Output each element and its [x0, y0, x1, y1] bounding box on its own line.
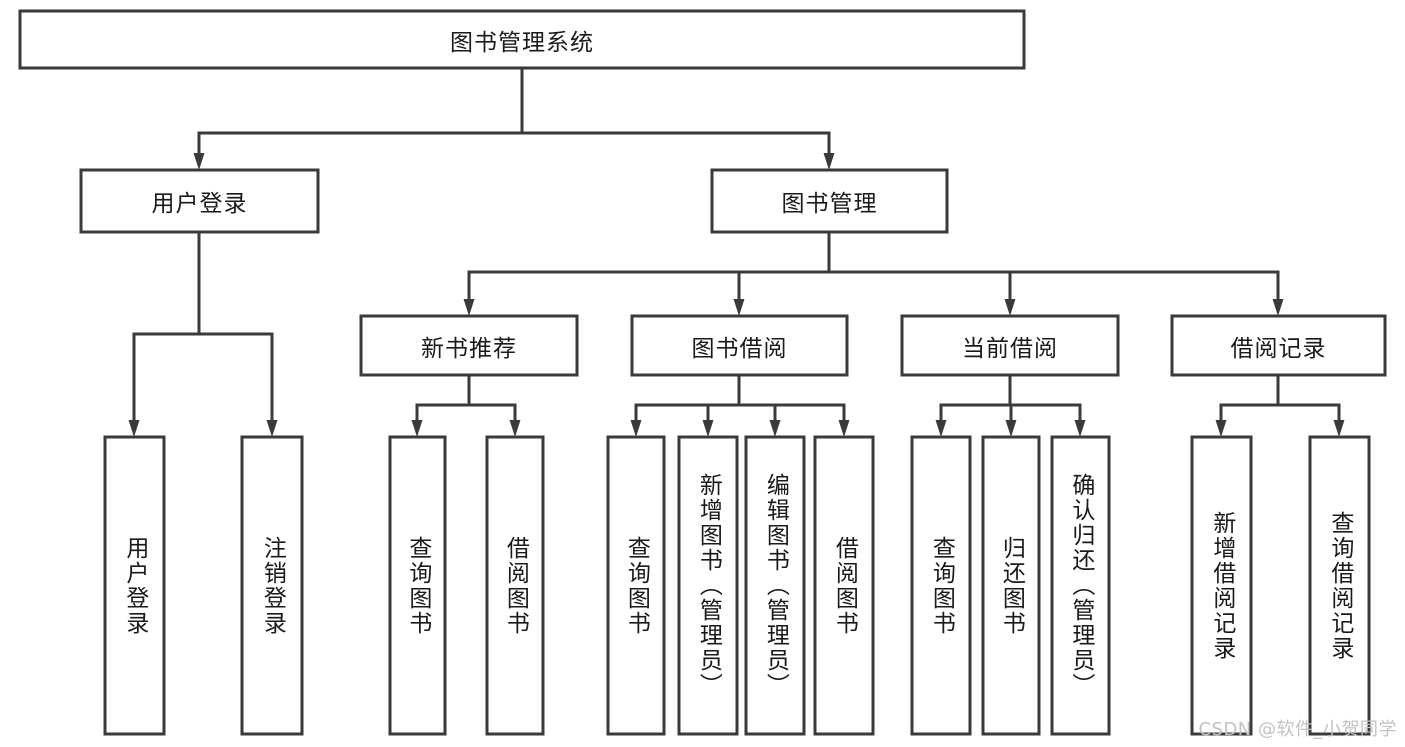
- node-box-leaf-query-record[interactable]: [1308, 435, 1371, 736]
- arrow-head-icon: [411, 420, 423, 437]
- node-box-root[interactable]: [18, 9, 1026, 70]
- arrow-head-icon: [1074, 420, 1086, 437]
- node-leaf-query-book-1[interactable]: [388, 435, 447, 736]
- arrow-head-icon: [769, 420, 781, 437]
- node-leaf-borrow-book-2[interactable]: [813, 435, 875, 736]
- connector-book_manage_to_level3: [463, 230, 1284, 316]
- node-box-book-borrow[interactable]: [630, 314, 849, 377]
- node-leaf-confirm-return[interactable]: [1050, 435, 1111, 736]
- connector-recommend_to_leaves: [411, 373, 521, 437]
- arrow-head-icon: [630, 420, 642, 437]
- node-box-new-book-recommend[interactable]: [359, 314, 579, 377]
- connector-borrow_to_leaves: [630, 373, 850, 437]
- arrow-head-icon: [193, 153, 205, 170]
- connector-layer: [128, 66, 1345, 437]
- node-box-leaf-query-book-3[interactable]: [910, 435, 972, 736]
- arrow-head-icon: [463, 299, 475, 316]
- node-box-leaf-logout[interactable]: [240, 435, 304, 736]
- node-leaf-user-login[interactable]: [103, 435, 166, 736]
- node-box-leaf-borrow-book-2[interactable]: [813, 435, 875, 736]
- node-leaf-return-book[interactable]: [981, 435, 1041, 736]
- arrow-head-icon: [509, 420, 521, 437]
- node-box-leaf-query-book-2[interactable]: [606, 435, 666, 736]
- node-leaf-add-record[interactable]: [1190, 435, 1253, 736]
- arrow-head-icon: [823, 153, 835, 170]
- node-leaf-query-book-2[interactable]: [606, 435, 666, 736]
- node-box-leaf-borrow-book-1[interactable]: [485, 435, 545, 736]
- node-box-leaf-return-book[interactable]: [981, 435, 1041, 736]
- arrow-head-icon: [128, 420, 140, 437]
- node-box-current-borrow[interactable]: [900, 314, 1120, 377]
- node-current-borrow[interactable]: [900, 314, 1120, 377]
- node-leaf-edit-book[interactable]: [744, 435, 806, 736]
- arrow-head-icon: [1004, 299, 1016, 316]
- node-box-leaf-add-book[interactable]: [677, 435, 739, 736]
- node-box-leaf-edit-book[interactable]: [744, 435, 806, 736]
- node-leaf-query-book-3[interactable]: [910, 435, 972, 736]
- node-new-book-recommend[interactable]: [359, 314, 579, 377]
- arrow-head-icon: [266, 420, 278, 437]
- node-box-borrow-record[interactable]: [1170, 314, 1387, 377]
- arrow-head-icon: [935, 420, 947, 437]
- node-leaf-borrow-book-1[interactable]: [485, 435, 545, 736]
- connector-record_to_leaves: [1215, 373, 1345, 437]
- node-box-user-login[interactable]: [79, 168, 320, 234]
- node-box-leaf-add-record[interactable]: [1190, 435, 1253, 736]
- arrow-head-icon: [1215, 420, 1227, 437]
- connector-user_login_to_leaves: [128, 230, 278, 437]
- node-root[interactable]: [18, 9, 1026, 70]
- node-book-borrow[interactable]: [630, 314, 849, 377]
- node-leaf-add-book[interactable]: [677, 435, 739, 736]
- node-layer: [18, 9, 1387, 736]
- arrow-head-icon: [1272, 299, 1284, 316]
- node-box-book-manage[interactable]: [710, 168, 949, 234]
- node-box-leaf-confirm-return[interactable]: [1050, 435, 1111, 736]
- arrow-head-icon: [838, 420, 850, 437]
- arrow-head-icon: [702, 420, 714, 437]
- connector-current_to_leaves: [935, 373, 1086, 437]
- node-leaf-logout[interactable]: [240, 435, 304, 736]
- node-borrow-record[interactable]: [1170, 314, 1387, 377]
- connector-root_to_level2: [193, 66, 835, 170]
- node-book-manage[interactable]: [710, 168, 949, 234]
- arrow-head-icon: [733, 299, 745, 316]
- arrow-head-icon: [1333, 420, 1345, 437]
- node-box-leaf-query-book-1[interactable]: [388, 435, 447, 736]
- node-leaf-query-record[interactable]: [1308, 435, 1371, 736]
- node-box-leaf-user-login[interactable]: [103, 435, 166, 736]
- node-user-login[interactable]: [79, 168, 320, 234]
- arrow-head-icon: [1005, 420, 1017, 437]
